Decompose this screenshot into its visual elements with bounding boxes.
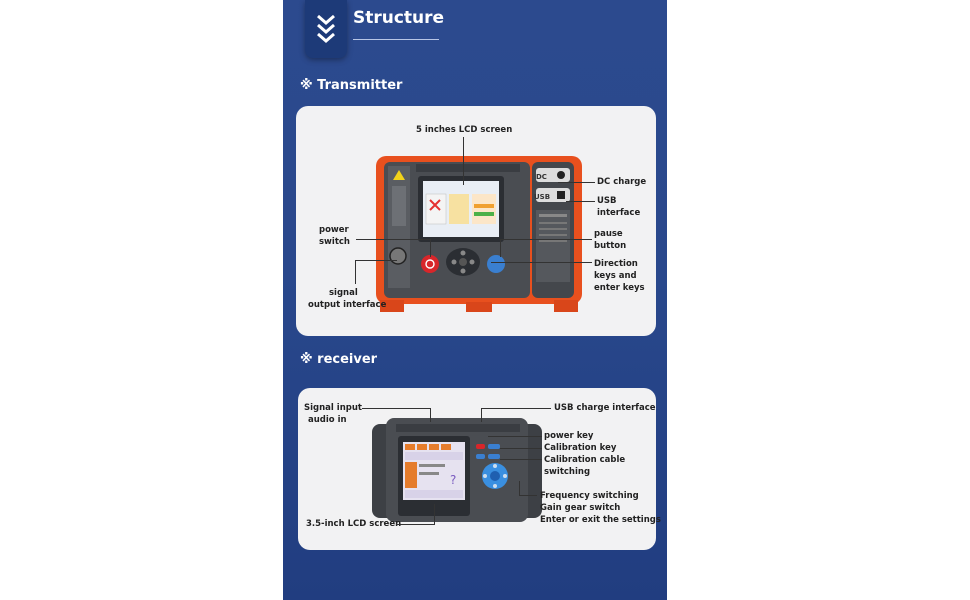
calibration-cable-label-2: switching — [544, 467, 591, 477]
leader-line — [500, 239, 592, 240]
signal-input-label-2: audio in — [308, 415, 347, 425]
leader-line — [481, 408, 551, 409]
leader-line — [558, 182, 595, 183]
leader-line — [566, 201, 595, 202]
signal-output-label-1: signal — [329, 288, 358, 298]
leader-line — [362, 408, 430, 409]
receiver-section-title: ※ receiver — [300, 352, 378, 367]
receiver-lcd-label: 3.5-inch LCD screen — [306, 519, 402, 529]
enter-exit-settings-label: Enter or exit the settings — [540, 515, 661, 525]
signal-output-label-2: output interface — [308, 300, 387, 310]
power-switch-label-2: switch — [319, 237, 350, 247]
leader-line — [519, 481, 520, 495]
lcd-screen-label: 5 inches LCD screen — [416, 125, 513, 135]
dc-port-text: DC — [536, 173, 547, 181]
pause-button-label-1: pause — [594, 229, 623, 239]
transmitter-card: DC USB 5 inches LCD screen DC charge USB… — [296, 106, 656, 336]
direction-keys-label-3: enter keys — [594, 283, 645, 293]
leader-line — [481, 408, 482, 422]
usb-charge-label: USB charge interface — [554, 403, 656, 413]
receiver-device-image: ? — [372, 418, 542, 522]
gain-gear-label: Gain gear switch — [540, 503, 621, 513]
power-switch-label-1: power — [319, 225, 349, 235]
direction-keys-label-1: Direction — [594, 259, 638, 269]
leader-line — [488, 436, 542, 437]
transmitter-section-title: ※ Transmitter — [300, 78, 403, 93]
leader-line — [519, 495, 537, 496]
power-key-label: power key — [544, 431, 594, 441]
calibration-cable-label-1: Calibration cable — [544, 455, 626, 465]
leader-line — [355, 260, 356, 284]
calibration-key-label: Calibration key — [544, 443, 617, 453]
double-chevron-down-icon — [305, 0, 347, 58]
leader-line — [463, 137, 464, 185]
leader-line — [491, 262, 592, 263]
pause-button-label-2: button — [594, 241, 627, 251]
receiver-card: ? Signal input audio in USB charge inter… — [298, 388, 661, 550]
title-underline — [353, 39, 439, 40]
leader-line — [500, 239, 501, 257]
leader-line — [500, 459, 542, 460]
dc-charge-label: DC charge — [597, 177, 647, 187]
leader-line — [434, 504, 435, 525]
leader-line — [355, 260, 397, 261]
leader-line — [356, 239, 430, 240]
frequency-switching-label: Frequency switching — [540, 491, 639, 501]
leader-line — [500, 448, 542, 449]
leader-line — [396, 524, 434, 525]
svg-text:?: ? — [450, 473, 456, 487]
direction-keys-label-2: keys and — [594, 271, 637, 281]
product-structure-panel: Structure ※ Transmitter — [283, 0, 667, 600]
signal-input-label-1: Signal input — [304, 403, 362, 413]
transmitter-device-image — [376, 156, 582, 312]
usb-interface-label-2: interface — [597, 208, 641, 218]
leader-line — [430, 239, 431, 257]
leader-line — [430, 408, 431, 422]
usb-port-text: USB — [534, 193, 551, 201]
page-title: Structure — [353, 8, 445, 28]
usb-interface-label-1: USB — [597, 196, 617, 206]
